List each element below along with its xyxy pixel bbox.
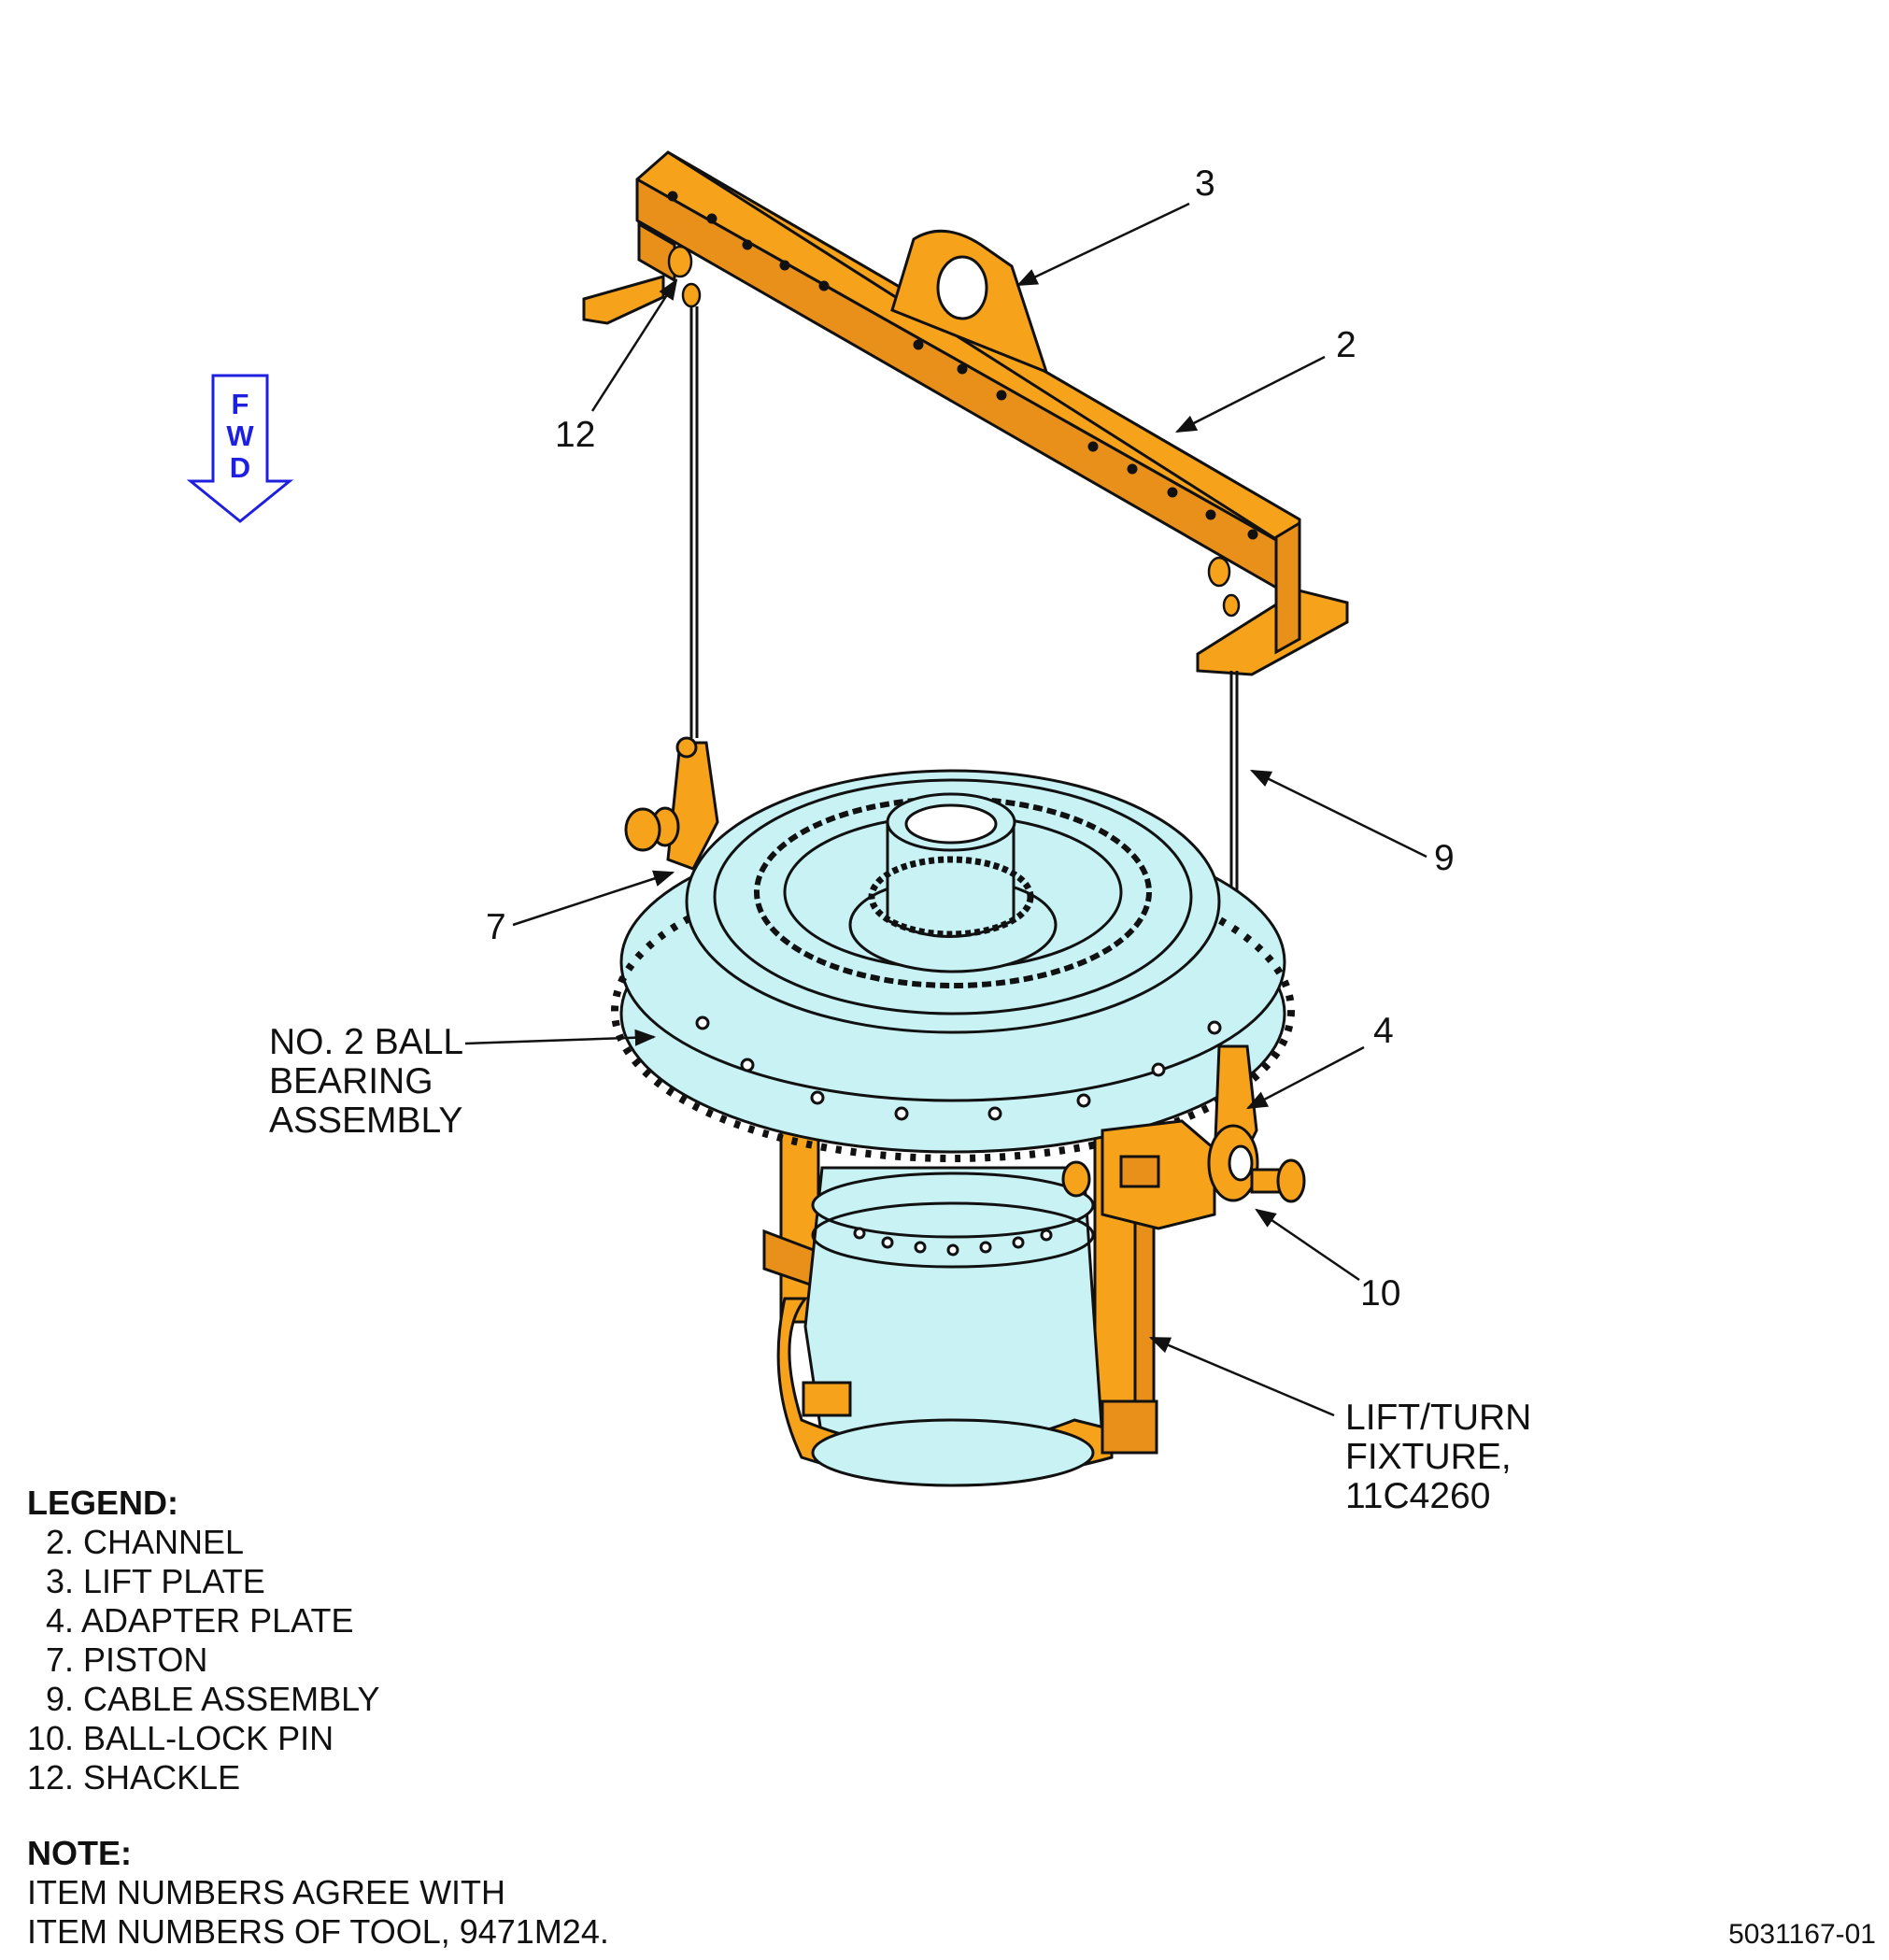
callout-3: 3 xyxy=(1195,163,1215,204)
leader-lines xyxy=(464,202,1427,1417)
legend-item: 7. PISTON xyxy=(27,1640,208,1679)
callout-4: 4 xyxy=(1373,1011,1394,1051)
lift-plate xyxy=(890,229,1049,375)
fwd-arrow-icon xyxy=(186,374,294,523)
left-shackle xyxy=(667,245,702,308)
callout-10: 10 xyxy=(1360,1273,1401,1314)
piston-left xyxy=(624,736,719,871)
center-hub xyxy=(868,792,1034,938)
note-line: ITEM NUMBERS AGREE WITH xyxy=(27,1873,506,1911)
callout-12: 12 xyxy=(555,415,596,455)
ball-lock-pin xyxy=(1061,1158,1306,1203)
fwd-letter-d: D xyxy=(229,451,251,484)
note-line: ITEM NUMBERS OF TOOL, 9471M24. xyxy=(27,1912,609,1951)
legend-title: LEGEND: xyxy=(27,1484,178,1522)
legend-item: 4. ADAPTER PLATE xyxy=(27,1601,354,1640)
fixture-label: LIFT/TURN FIXTURE, 11C4260 xyxy=(1345,1398,1532,1516)
right-end-plate xyxy=(1196,520,1349,676)
channel-beam xyxy=(635,150,1301,590)
callout-9: 9 xyxy=(1434,838,1455,878)
figure-number: 5031167-01 xyxy=(1728,1919,1876,1950)
bearing-housing-lower xyxy=(803,1166,1104,1473)
legend-item: 3. LIFT PLATE xyxy=(27,1562,265,1600)
callout-7: 7 xyxy=(486,907,506,947)
left-end-plate xyxy=(582,221,676,325)
bearing-assembly-label: NO. 2 BALL BEARING ASSEMBLY xyxy=(269,1022,464,1141)
callout-2: 2 xyxy=(1336,325,1356,365)
legend-item: 10. BALL-LOCK PIN xyxy=(27,1719,334,1757)
fwd-letter-w: W xyxy=(226,419,254,452)
adapter-plate-right xyxy=(1101,1044,1259,1230)
right-shackle xyxy=(1207,556,1241,618)
note: NOTE: ITEM NUMBERS AGREE WITH ITEM NUMBE… xyxy=(27,1834,609,1952)
legend-item: 12. SHACKLE xyxy=(27,1758,241,1797)
fwd-letter-f: F xyxy=(231,388,249,420)
legend-item: 9. CABLE ASSEMBLY xyxy=(27,1680,380,1718)
legend: LEGEND: 2. CHANNEL 3. LIFT PLATE 4. ADAP… xyxy=(27,1484,380,1797)
fixture-clamp-ring xyxy=(776,1297,1158,1487)
legend-item: 2. CHANNEL xyxy=(27,1523,245,1561)
note-title: NOTE: xyxy=(27,1834,132,1872)
